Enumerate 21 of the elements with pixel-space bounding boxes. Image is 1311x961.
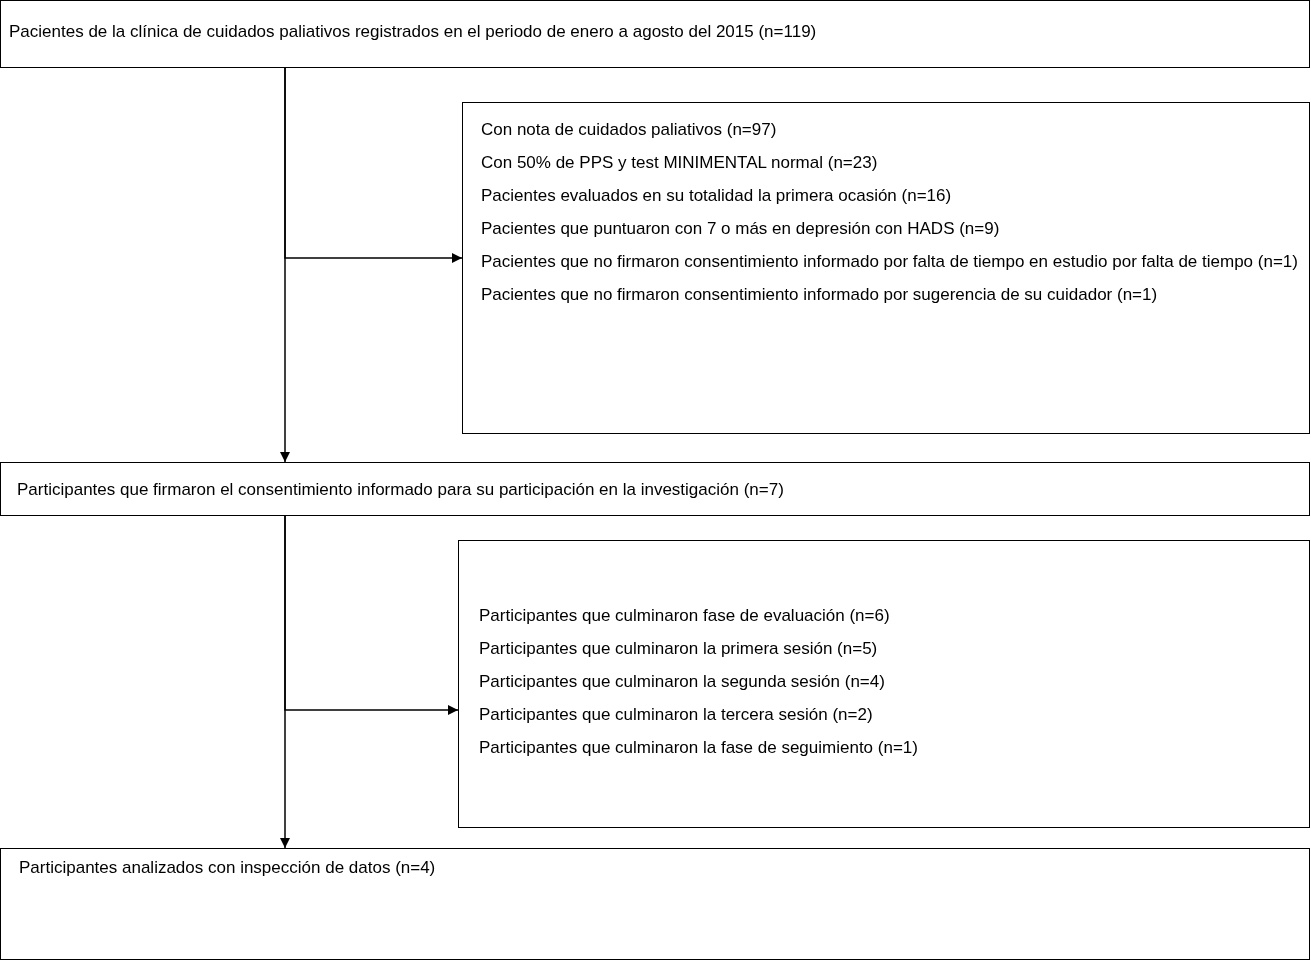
- arrow: [284, 67, 463, 263]
- box-text: Pacientes evaluados en su totalidad la primera ocasión (n=16): [481, 185, 953, 207]
- box-text: Con nota de cuidados paliativos (n=97): [481, 119, 778, 141]
- flow-box: [0, 462, 1310, 516]
- arrow: [284, 515, 459, 715]
- box-text: Pacientes que no firmaron consentimiento informado por falta de tiempo en estudio por falta de tiempo (n=1): [481, 251, 1299, 273]
- flow-box: [462, 102, 1310, 434]
- box-text: Pacientes que puntuaron con 7 o más en depresión con HADS (n=9): [481, 218, 1001, 240]
- box-text: Participantes que firmaron el consentimiento informado para su participación en la investigación (n=7): [17, 479, 785, 501]
- box-text: Pacientes de la clínica de cuidados paliativos registrados en el periodo de enero a agosto del 2015 (n=119): [9, 21, 818, 43]
- box-text: Participantes que culminaron la segunda sesión (n=4): [479, 671, 886, 693]
- box-text: Participantes que culminaron la tercera sesión (n=2): [479, 704, 874, 726]
- box-text: Participantes que culminaron la fase de seguimiento (n=1): [479, 737, 919, 759]
- box-text: Participantes que culminaron fase de evaluación (n=6): [479, 605, 891, 627]
- box-text: Con 50% de PPS y test MINIMENTAL normal (n=23): [481, 152, 879, 174]
- box-text: Pacientes que no firmaron consentimiento informado por sugerencia de su cuidador (n=1): [481, 284, 1159, 306]
- flow-box: [0, 848, 1310, 960]
- flow-box: [0, 0, 1310, 68]
- box-text: Participantes que culminaron la primera sesión (n=5): [479, 638, 879, 660]
- box-text: Participantes analizados con inspección de datos (n=4): [19, 857, 437, 879]
- flow-box: [458, 540, 1310, 828]
